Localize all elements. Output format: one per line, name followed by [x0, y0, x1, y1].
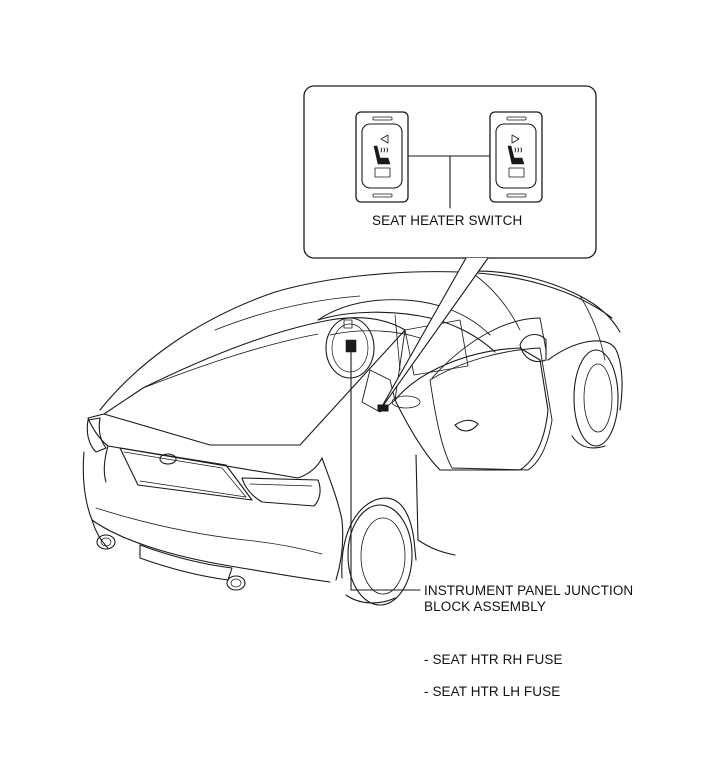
seat-heater-icon — [507, 145, 525, 165]
ipjb-leader-line — [350, 351, 421, 591]
steering-wheel — [325, 317, 375, 379]
rear-bumper — [82, 451, 331, 583]
rear-wheel — [347, 504, 413, 606]
license-plate-recess — [119, 447, 253, 501]
rear-window — [103, 317, 406, 446]
seat-heater-switch-left — [355, 111, 409, 203]
car-illustration — [82, 270, 623, 606]
callout-box — [303, 85, 597, 259]
rear-wheel-arch — [341, 497, 417, 579]
ipjb-location-marker — [345, 339, 357, 353]
rear-emblem — [159, 453, 177, 465]
roof-outline — [99, 271, 613, 411]
callout-leader — [379, 257, 489, 411]
seat-heater-switch-right — [489, 111, 543, 203]
fuse-label-rh: - SEAT HTR RH FUSE — [424, 652, 563, 667]
rear-spoiler — [87, 417, 323, 479]
front-fender — [547, 340, 623, 411]
ipjb-label-line2: BLOCK ASSEMBLY — [424, 599, 546, 614]
taillight-left — [86, 417, 107, 453]
rear-diffuser — [139, 544, 233, 581]
exhaust-left — [96, 534, 116, 550]
open-door — [429, 347, 553, 471]
switch-callout — [303, 85, 597, 411]
ipjb-label-line1: INSTRUMENT PANEL JUNCTION — [424, 583, 634, 598]
seat-heater-icon — [373, 145, 391, 165]
side-mirror — [519, 334, 547, 363]
dashboard — [317, 311, 496, 353]
taillight-right — [241, 477, 321, 507]
fuse-label-lh: - SEAT HTR LH FUSE — [424, 684, 561, 699]
door-opening — [394, 347, 549, 471]
exhaust-right — [226, 575, 246, 591]
switch-connector-lines — [407, 155, 491, 209]
front-wheel — [573, 349, 619, 447]
seat-heater-switch-label: SEAT HEATER SWITCH — [372, 213, 523, 228]
